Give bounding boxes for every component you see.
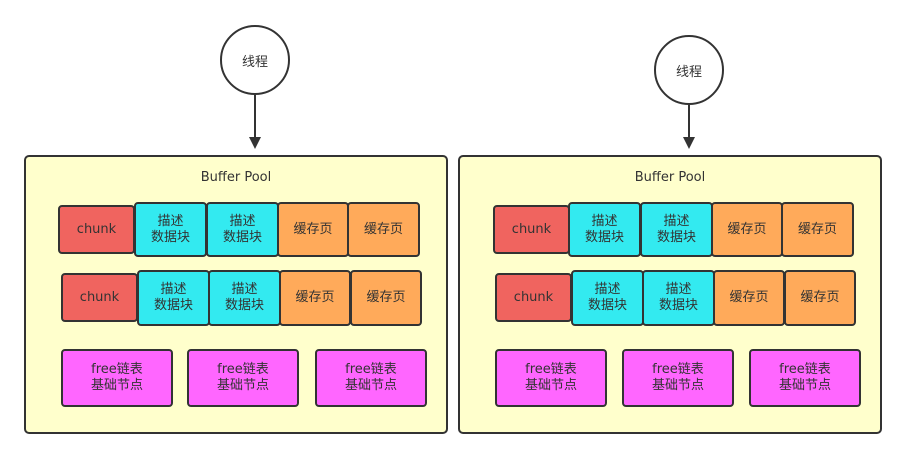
thread-node-right: 线程 — [654, 35, 724, 105]
free-list-node: free链表基础节点 — [315, 349, 427, 407]
thread-node-left: 线程 — [220, 25, 290, 95]
descriptor-block: 描述数据块 — [137, 270, 210, 326]
buffer-pool-title: Buffer Pool — [200, 170, 272, 185]
descriptor-block: 描述数据块 — [642, 270, 715, 326]
cache-page-block: 缓存页 — [781, 202, 854, 257]
cache-page-block: 缓存页 — [277, 202, 349, 257]
free-list-node: free链表基础节点 — [187, 349, 299, 407]
cache-page-block: 缓存页 — [784, 270, 856, 326]
cache-page-block: 缓存页 — [347, 202, 420, 257]
arrow-left — [254, 95, 256, 138]
cache-page-block: 缓存页 — [350, 270, 422, 326]
chunk-block: chunk — [495, 273, 572, 322]
thread-label: 线程 — [675, 64, 702, 80]
chunk-block: chunk — [58, 205, 135, 254]
free-list-node: free链表基础节点 — [495, 349, 607, 407]
chunk-block: chunk — [493, 205, 570, 254]
free-list-node: free链表基础节点 — [61, 349, 173, 407]
arrow-head-right — [683, 137, 695, 149]
chunk-block: chunk — [61, 273, 138, 322]
descriptor-block: 描述数据块 — [571, 270, 644, 326]
cache-page-block: 缓存页 — [711, 202, 783, 257]
arrow-head-left — [249, 137, 261, 149]
free-list-node: free链表基础节点 — [749, 349, 861, 407]
descriptor-block: 描述数据块 — [568, 202, 641, 257]
descriptor-block: 描述数据块 — [208, 270, 281, 326]
descriptor-block: 描述数据块 — [134, 202, 207, 257]
descriptor-block: 描述数据块 — [640, 202, 713, 257]
cache-page-block: 缓存页 — [713, 270, 785, 326]
cache-page-block: 缓存页 — [279, 270, 351, 326]
free-list-node: free链表基础节点 — [622, 349, 734, 407]
buffer-pool-title: Buffer Pool — [634, 170, 706, 185]
thread-label: 线程 — [241, 54, 268, 70]
descriptor-block: 描述数据块 — [206, 202, 279, 257]
arrow-right — [688, 105, 690, 138]
